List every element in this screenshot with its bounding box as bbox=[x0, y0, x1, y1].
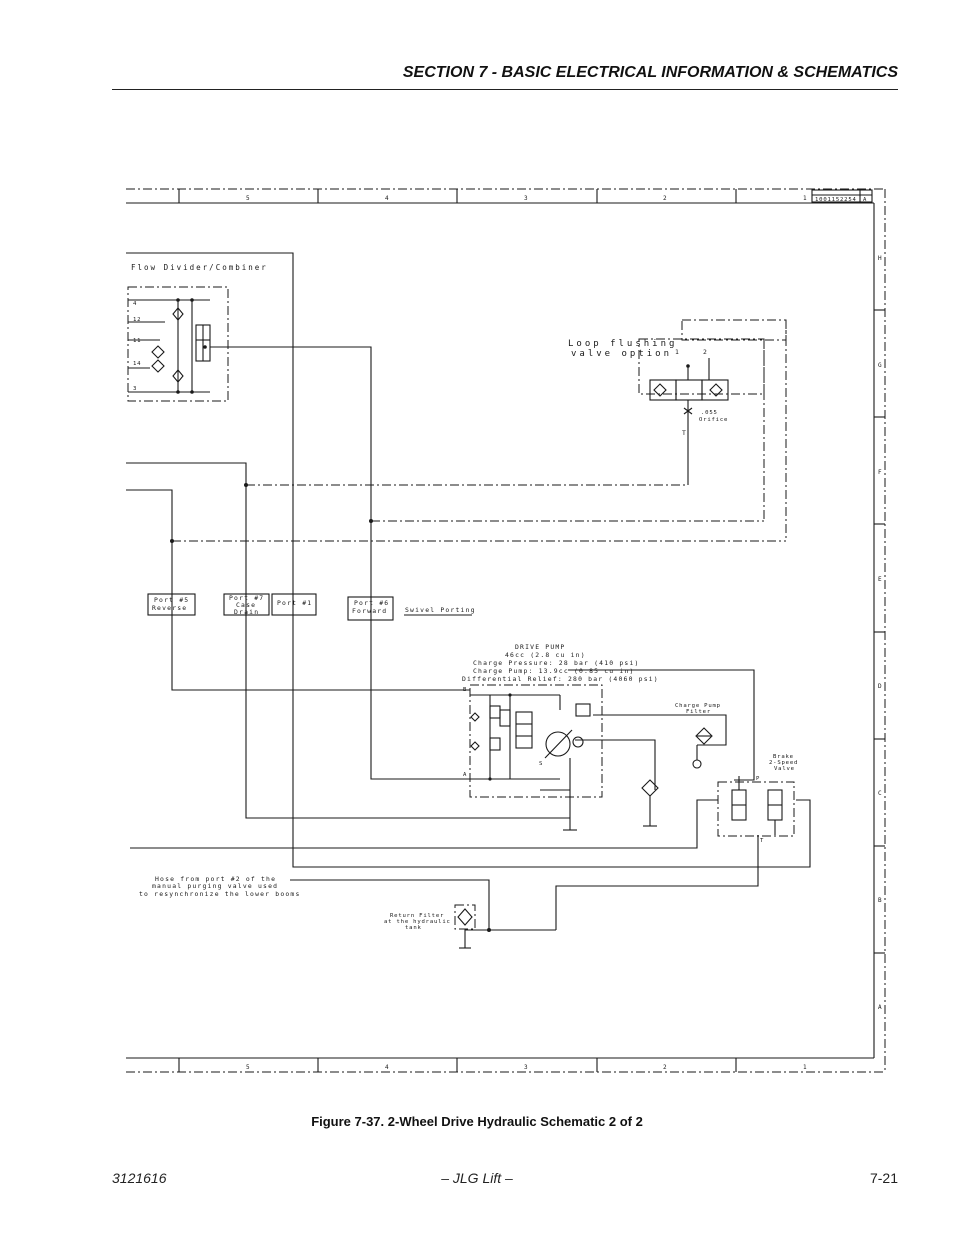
brake-valve-line3: Valve bbox=[774, 766, 795, 772]
hydraulic-lines bbox=[126, 252, 811, 932]
zone-side-h: H bbox=[878, 255, 882, 262]
title-block-number: 1001152254 bbox=[815, 197, 857, 203]
loop-flushing-title-line1: Loop flushing bbox=[568, 339, 677, 349]
return-filter bbox=[454, 904, 476, 949]
zone-bottom-1: 1 bbox=[803, 1064, 807, 1071]
footer-page-number: 7-21 bbox=[869, 1170, 898, 1186]
swivel-porting-label: Swivel Porting bbox=[405, 606, 476, 614]
brake-valve-line1: Brake bbox=[773, 754, 794, 760]
return-filter-line3: tank bbox=[405, 925, 422, 931]
zone-bottom-5: 5 bbox=[246, 1064, 250, 1071]
zone-top-1: 1 bbox=[803, 195, 807, 202]
loop-flushing-port-1: 1 bbox=[675, 348, 680, 356]
figure-caption: Figure 7-37. 2-Wheel Drive Hydraulic Sch… bbox=[311, 1114, 643, 1129]
brake-valve-port-t: T bbox=[760, 838, 764, 844]
brake-valve-port-p: P bbox=[756, 776, 760, 782]
port-7-drain: Drain bbox=[234, 608, 259, 616]
hose-note-line1: Hose from port #2 of the bbox=[155, 875, 276, 883]
drive-pump-title: DRIVE PUMP bbox=[515, 643, 565, 651]
flow-divider-title: Flow Divider/Combiner bbox=[131, 263, 268, 272]
pump-port-a: A bbox=[463, 772, 467, 778]
zone-side-d: D bbox=[878, 683, 882, 690]
footer-doc-number: 3121616 bbox=[112, 1170, 167, 1186]
orifice-label: Orifice bbox=[699, 417, 728, 423]
title-block-rev: A bbox=[863, 197, 867, 203]
zone-top-4: 4 bbox=[385, 195, 389, 202]
flow-divider-port-3: 3 bbox=[133, 386, 137, 392]
charge-filter-line1: Charge Pump bbox=[675, 703, 721, 709]
drawing-frame bbox=[126, 188, 886, 1073]
port-7-label: Port #7 bbox=[229, 594, 264, 602]
return-filter-line2: at the hydraulic bbox=[384, 919, 451, 925]
zone-side-a: A bbox=[878, 1004, 882, 1011]
footer-publisher: – JLG Lift – bbox=[441, 1170, 513, 1186]
loop-flushing-title-line2: valve option bbox=[571, 349, 672, 359]
flow-divider-port-14: 14 bbox=[133, 361, 141, 367]
header-rule bbox=[112, 89, 898, 90]
drive-pump-charge-pump: Charge Pump: 13.9cc (0.85 cu in) bbox=[473, 667, 635, 675]
flow-divider-port-11: 11 bbox=[133, 338, 141, 344]
flow-divider-combiner bbox=[127, 286, 229, 402]
port-6-forward: Forward bbox=[352, 607, 387, 615]
charge-filter-line2: Filter bbox=[686, 709, 711, 715]
port-6-label: Port #6 bbox=[354, 599, 389, 607]
flow-divider-port-12: 12 bbox=[133, 317, 141, 323]
zone-bottom-3: 3 bbox=[524, 1064, 528, 1071]
port-boxes bbox=[147, 593, 394, 621]
zone-top-2: 2 bbox=[663, 195, 667, 202]
port-7-case: Case bbox=[236, 601, 256, 609]
hose-note-line3: to resynchronize the lower booms bbox=[139, 890, 301, 898]
return-filter-line1: Return Filter bbox=[390, 913, 444, 919]
loop-flushing-port-2: 2 bbox=[703, 348, 708, 356]
zone-top-3: 3 bbox=[524, 195, 528, 202]
pump-port-s: S bbox=[539, 761, 543, 767]
zone-side-b: B bbox=[878, 897, 882, 904]
zone-bottom-2: 2 bbox=[663, 1064, 667, 1071]
charge-pump-filter bbox=[641, 727, 713, 827]
loop-flushing-valve bbox=[638, 319, 787, 420]
hose-note-line2: manual purging valve used bbox=[152, 882, 278, 890]
zone-side-f: F bbox=[878, 469, 882, 476]
port-5-label: Port #5 bbox=[154, 596, 189, 604]
zone-bottom-4: 4 bbox=[385, 1064, 389, 1071]
zone-side-e: E bbox=[878, 576, 882, 583]
drive-pump-displacement: 46cc (2.8 cu in) bbox=[505, 651, 586, 659]
orifice-size: .055 bbox=[701, 410, 718, 416]
zone-side-c: C bbox=[878, 790, 882, 797]
port-5-reverse: Reverse bbox=[152, 604, 187, 612]
port-1-label: Port #1 bbox=[277, 599, 312, 607]
drive-pump-charge-pressure: Charge Pressure: 28 bar (410 psi) bbox=[473, 659, 640, 667]
drive-pump bbox=[469, 684, 603, 831]
loop-flushing-port-t: T bbox=[682, 429, 687, 437]
brake-valve-line2: 2-Speed bbox=[769, 760, 798, 766]
pump-port-b: B bbox=[463, 687, 467, 693]
section-title: SECTION 7 - BASIC ELECTRICAL INFORMATION… bbox=[402, 64, 898, 81]
flow-divider-port-4: 4 bbox=[133, 301, 137, 307]
drive-pump-relief: Differential Relief: 280 bar (4060 psi) bbox=[462, 675, 659, 683]
zone-side-g: G bbox=[878, 362, 882, 369]
zone-top-5: 5 bbox=[246, 195, 250, 202]
brake-2speed-valve bbox=[717, 776, 795, 837]
